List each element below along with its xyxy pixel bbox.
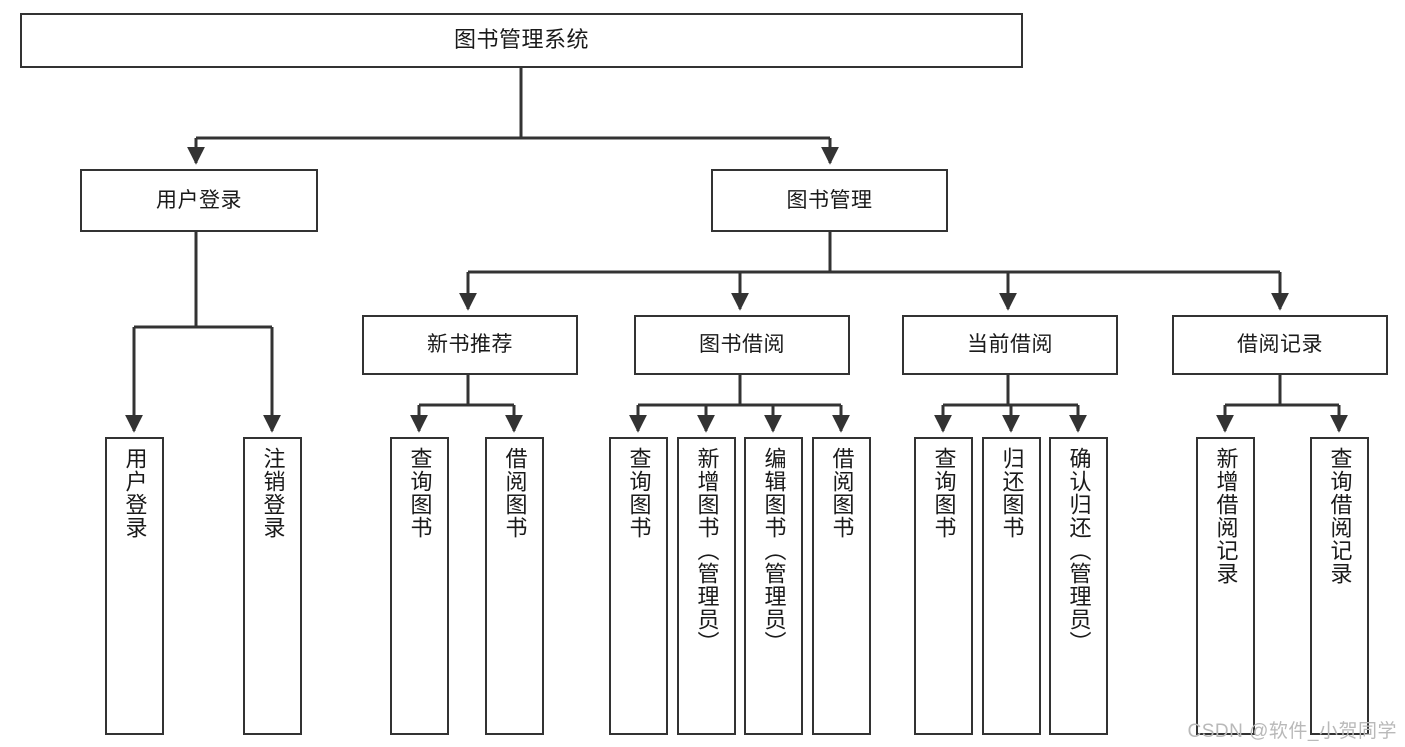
node-borrow-record[interactable]: 借阅记录 bbox=[1172, 315, 1388, 375]
node-label: 图书管理系统 bbox=[453, 27, 589, 53]
node-label: 查询图书 bbox=[931, 447, 957, 539]
watermark-text: CSDN @软件_小贺同学 bbox=[1187, 721, 1397, 742]
node-label: 用户登录 bbox=[122, 447, 148, 539]
node-label: 借阅图书 bbox=[502, 447, 528, 539]
node-label: 借阅图书 bbox=[829, 447, 855, 539]
leaf-book-borrow-borrow[interactable]: 借阅图书 bbox=[812, 437, 871, 735]
node-label: 图书管理 bbox=[786, 188, 873, 212]
node-root-system[interactable]: 图书管理系统 bbox=[20, 13, 1023, 68]
node-new-book-recommend[interactable]: 新书推荐 bbox=[362, 315, 578, 375]
node-label: 图书借阅 bbox=[699, 333, 785, 357]
node-label: 当前借阅 bbox=[967, 333, 1053, 357]
node-label: 查询借阅记录 bbox=[1327, 447, 1353, 585]
node-current-borrow[interactable]: 当前借阅 bbox=[902, 315, 1118, 375]
node-book-management[interactable]: 图书管理 bbox=[711, 169, 948, 232]
node-label: 归还图书 bbox=[999, 447, 1025, 539]
node-label: 借阅记录 bbox=[1237, 333, 1323, 357]
node-label: 确认归还（管理员） bbox=[1066, 447, 1092, 654]
node-label: 注销登录 bbox=[260, 447, 286, 539]
node-label: 新增图书（管理员） bbox=[694, 447, 720, 654]
leaf-current-borrow-confirm-return[interactable]: 确认归还（管理员） bbox=[1049, 437, 1108, 735]
node-book-borrow[interactable]: 图书借阅 bbox=[634, 315, 850, 375]
node-label: 用户登录 bbox=[156, 188, 242, 212]
node-label: 新书推荐 bbox=[427, 333, 513, 357]
leaf-current-borrow-query[interactable]: 查询图书 bbox=[914, 437, 973, 735]
leaf-new-book-borrow[interactable]: 借阅图书 bbox=[485, 437, 544, 735]
node-label: 新增借阅记录 bbox=[1213, 447, 1239, 585]
node-label: 查询图书 bbox=[407, 447, 433, 539]
leaf-book-borrow-query[interactable]: 查询图书 bbox=[609, 437, 668, 735]
node-label: 编辑图书（管理员） bbox=[761, 447, 787, 654]
leaf-user-login-login[interactable]: 用户登录 bbox=[105, 437, 164, 735]
leaf-current-borrow-return[interactable]: 归还图书 bbox=[982, 437, 1041, 735]
node-label: 查询图书 bbox=[626, 447, 652, 539]
leaf-user-login-logout[interactable]: 注销登录 bbox=[243, 437, 302, 735]
leaf-borrow-record-add[interactable]: 新增借阅记录 bbox=[1196, 437, 1255, 735]
leaf-borrow-record-query[interactable]: 查询借阅记录 bbox=[1310, 437, 1369, 735]
leaf-book-borrow-add[interactable]: 新增图书（管理员） bbox=[677, 437, 736, 735]
leaf-book-borrow-edit[interactable]: 编辑图书（管理员） bbox=[744, 437, 803, 735]
leaf-new-book-query[interactable]: 查询图书 bbox=[390, 437, 449, 735]
node-user-login[interactable]: 用户登录 bbox=[80, 169, 318, 232]
